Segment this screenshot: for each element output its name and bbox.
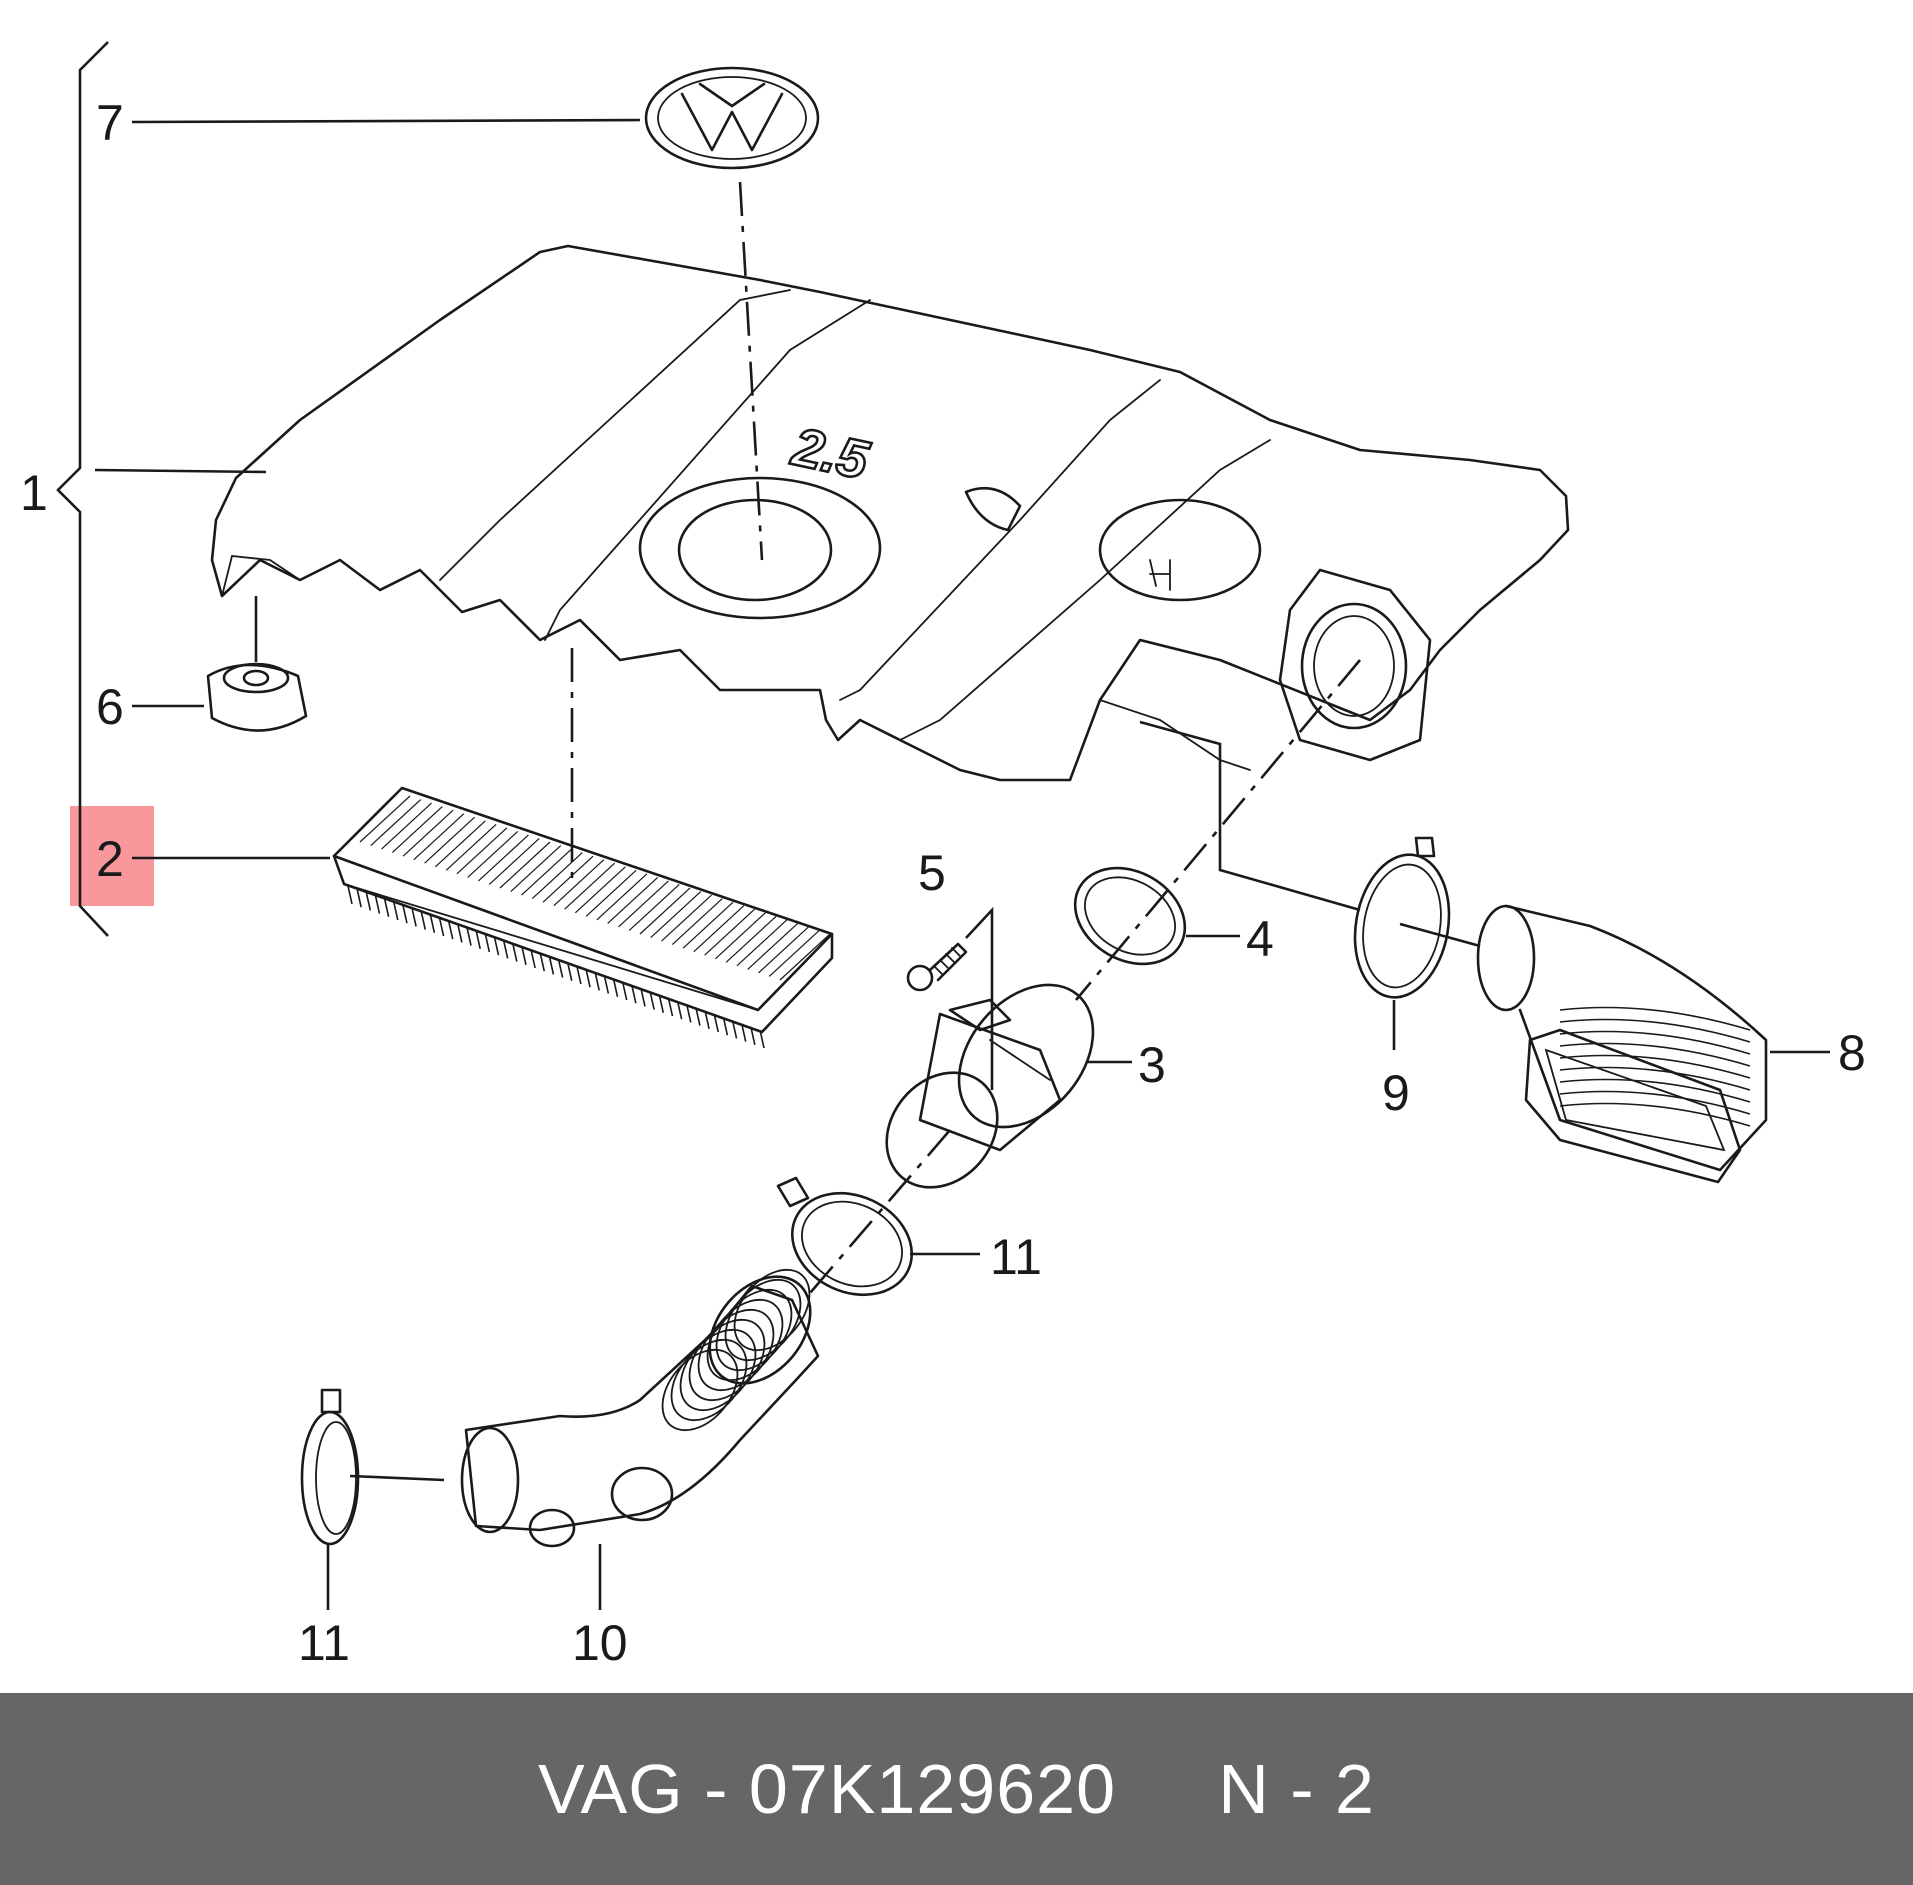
callout-4: 4 — [1246, 911, 1274, 967]
selected-part-highlight — [70, 806, 154, 906]
screw — [906, 906, 994, 1090]
engine-badge-text: 2.5 — [786, 416, 874, 491]
callout-6: 6 — [96, 679, 124, 735]
callout-7: 7 — [96, 95, 124, 151]
rubber-grommet — [206, 596, 308, 732]
callout-5: 5 — [918, 845, 946, 901]
bellows-hose — [1476, 904, 1830, 1184]
separator: - — [683, 1750, 749, 1828]
part-info-text: VAG - 07K129620 N - 2 — [538, 1749, 1375, 1829]
callout-8: 8 — [1838, 1025, 1866, 1081]
brand-label: VAG — [538, 1750, 684, 1828]
hose-clamp-right — [1139, 720, 1481, 1050]
exploded-parts-diagram: 2.5 — [20, 41, 1866, 1671]
callout-10: 10 — [572, 1615, 628, 1671]
intake-hose — [460, 1268, 820, 1610]
part-info-footer: VAG - 07K129620 N - 2 — [0, 1693, 1913, 1885]
spacer — [1116, 1750, 1218, 1828]
engine-cover: 2.5 — [210, 244, 1570, 782]
air-filter-element — [332, 786, 834, 1049]
callout-11-upper: 11 — [990, 1229, 1042, 1285]
hose-clamp-lower — [300, 1388, 445, 1610]
callout-2: 2 — [96, 831, 124, 887]
mass-air-flow-sensor — [885, 983, 1095, 1189]
callout-3: 3 — [1138, 1037, 1166, 1093]
assembly-bracket — [56, 41, 267, 937]
callout-1: 1 — [20, 465, 48, 521]
hose-clamp-upper — [776, 1176, 914, 1297]
part-number: 07K129620 — [748, 1750, 1117, 1828]
diagram-position-label: N - 2 — [1218, 1750, 1375, 1828]
callout-11-lower: 11 — [298, 1615, 350, 1671]
callout-9: 9 — [1382, 1065, 1410, 1121]
o-ring-gasket — [1073, 866, 1187, 966]
volkswagen-logo-icon — [644, 66, 820, 170]
